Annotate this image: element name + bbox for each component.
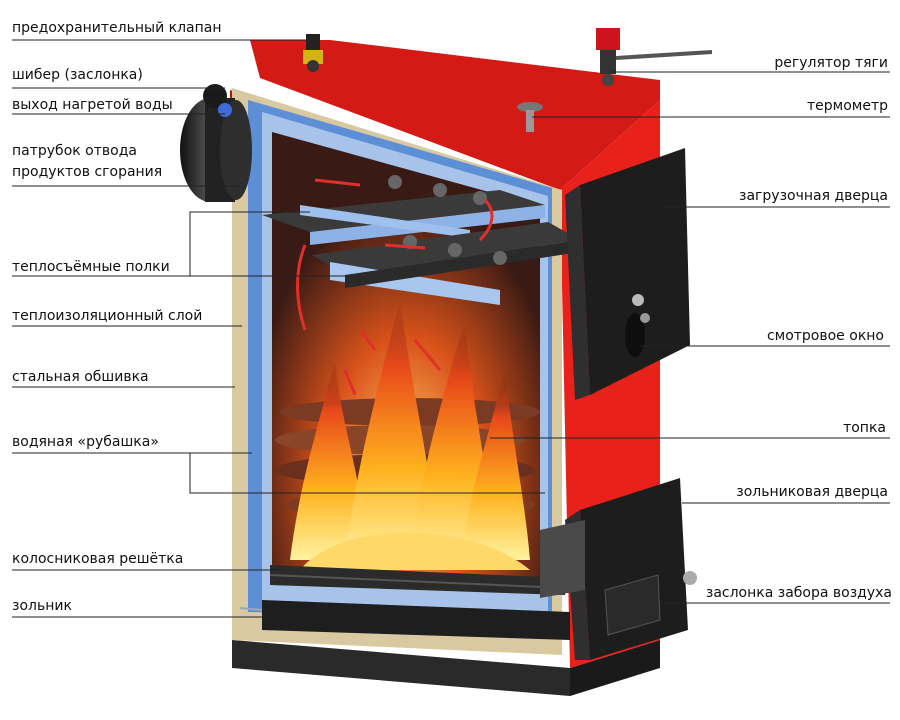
label-hot-water-outlet: выход нагретой воды — [12, 97, 173, 113]
label-heat-shelves: теплосъёмные полки — [12, 259, 170, 275]
heat-exchange-shelves — [262, 175, 580, 305]
label-safety-valve: предохранительный клапан — [12, 20, 222, 36]
label-air-intake-damper: заслонка забора воздуха — [705, 585, 892, 601]
leader-lines — [12, 39, 890, 618]
flue-pipe — [180, 84, 252, 202]
label-flue-pipe-line2: продуктов сгорания — [12, 164, 163, 180]
flow-arrows — [296, 178, 494, 396]
label-insulation-layer: теплоизоляционный слой — [12, 308, 203, 324]
thermometer — [517, 102, 543, 132]
label-damper: шибер (заслонка) — [12, 67, 143, 83]
label-draft-regulator: регулятор тяги — [774, 55, 888, 71]
label-loading-door: загрузочная дверца — [739, 188, 888, 204]
label-ash-pan: зольник — [12, 598, 72, 614]
label-steel-casing: стальная обшивка — [12, 369, 149, 385]
flames — [290, 300, 530, 570]
label-firebox: топка — [843, 420, 886, 436]
draft-regulator — [596, 28, 713, 86]
label-water-jacket: водяная «рубашка» — [12, 434, 159, 450]
safety-valve — [303, 34, 323, 72]
ash-pan — [239, 600, 570, 640]
ash-door — [540, 478, 697, 660]
label-grate: колосниковая решётка — [12, 551, 184, 567]
loading-door — [565, 148, 690, 400]
label-flue-pipe-line1: патрубок отвода — [12, 143, 137, 159]
boiler-base — [232, 640, 660, 696]
label-ash-door: зольниковая дверца — [736, 484, 888, 500]
grate — [269, 565, 566, 595]
label-thermometer: термометр — [807, 98, 888, 114]
label-sight-window: смотровое окно — [766, 328, 884, 344]
